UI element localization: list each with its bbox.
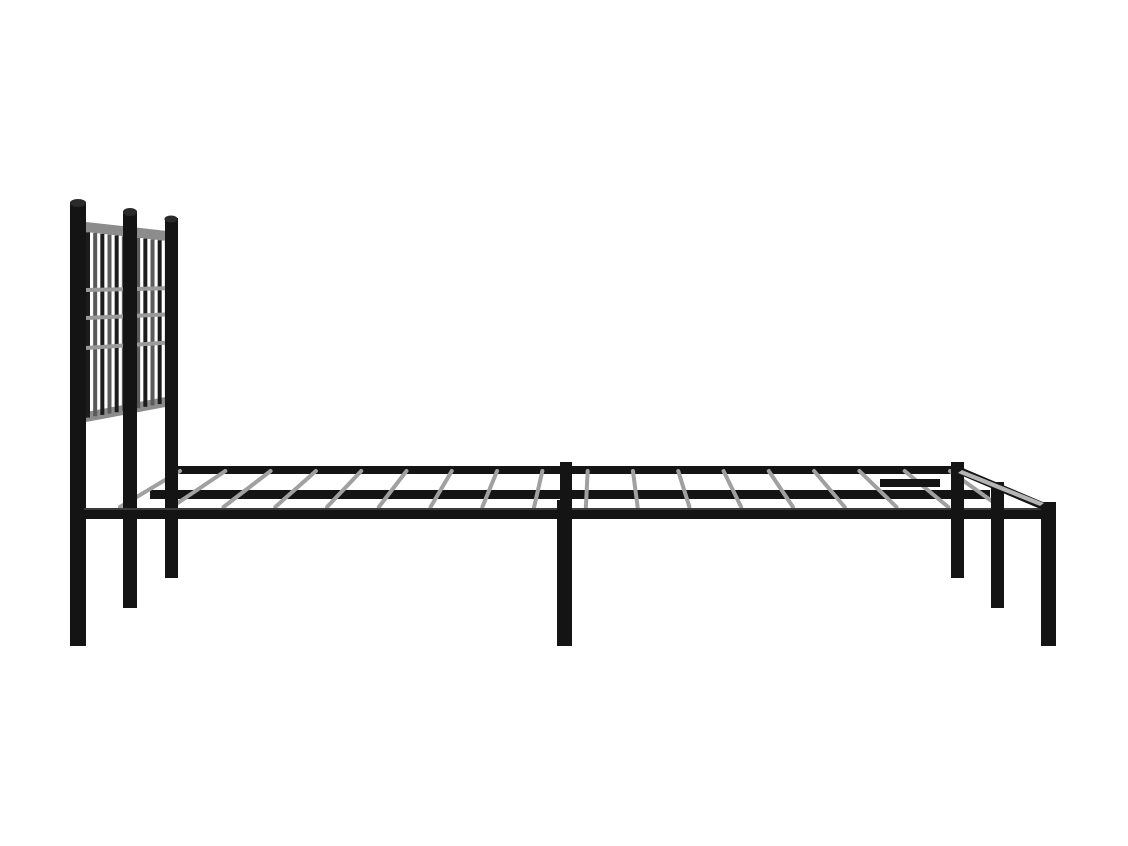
headboard-bar <box>100 233 105 415</box>
foot-front-leg <box>1041 502 1056 646</box>
headboard-middle-post-cap <box>123 208 137 216</box>
center-support <box>557 462 572 646</box>
headboard-bar <box>157 240 162 405</box>
foot-middle-leg <box>991 482 1004 608</box>
headboard-bar <box>107 234 112 414</box>
slat <box>902 469 951 509</box>
slat <box>721 469 744 509</box>
headboard <box>70 199 178 646</box>
headboard-back-post-cap <box>164 215 178 223</box>
center-back-post <box>560 462 572 500</box>
slats-group <box>118 469 1002 509</box>
slat <box>630 469 640 509</box>
headboard-middle-post <box>123 211 137 608</box>
headboard-back-post <box>165 218 178 578</box>
headboard-bar <box>86 232 90 418</box>
headboard-bar <box>93 233 98 417</box>
headboard-bar <box>136 237 141 409</box>
slat <box>325 469 364 509</box>
slat <box>428 469 454 509</box>
center-leg <box>557 500 572 646</box>
slat <box>480 469 500 509</box>
headboard-bar <box>143 238 148 407</box>
slat <box>376 469 409 509</box>
slat <box>766 469 795 509</box>
slat <box>857 469 899 509</box>
headboard-front-post <box>70 202 86 646</box>
slat <box>676 469 692 509</box>
slat <box>273 469 318 509</box>
foot-end <box>951 462 1056 646</box>
foot-end-rail-slat <box>958 470 1044 506</box>
slat <box>221 469 273 509</box>
foot-cross-bar <box>880 479 940 487</box>
headboard-bar <box>150 239 155 406</box>
slat <box>532 469 545 509</box>
slat <box>812 469 847 509</box>
headboard-front-post-cap <box>70 199 86 207</box>
slat <box>583 469 590 509</box>
foot-back-leg <box>951 462 964 578</box>
slat <box>169 469 228 509</box>
headboard-bar <box>114 235 119 413</box>
